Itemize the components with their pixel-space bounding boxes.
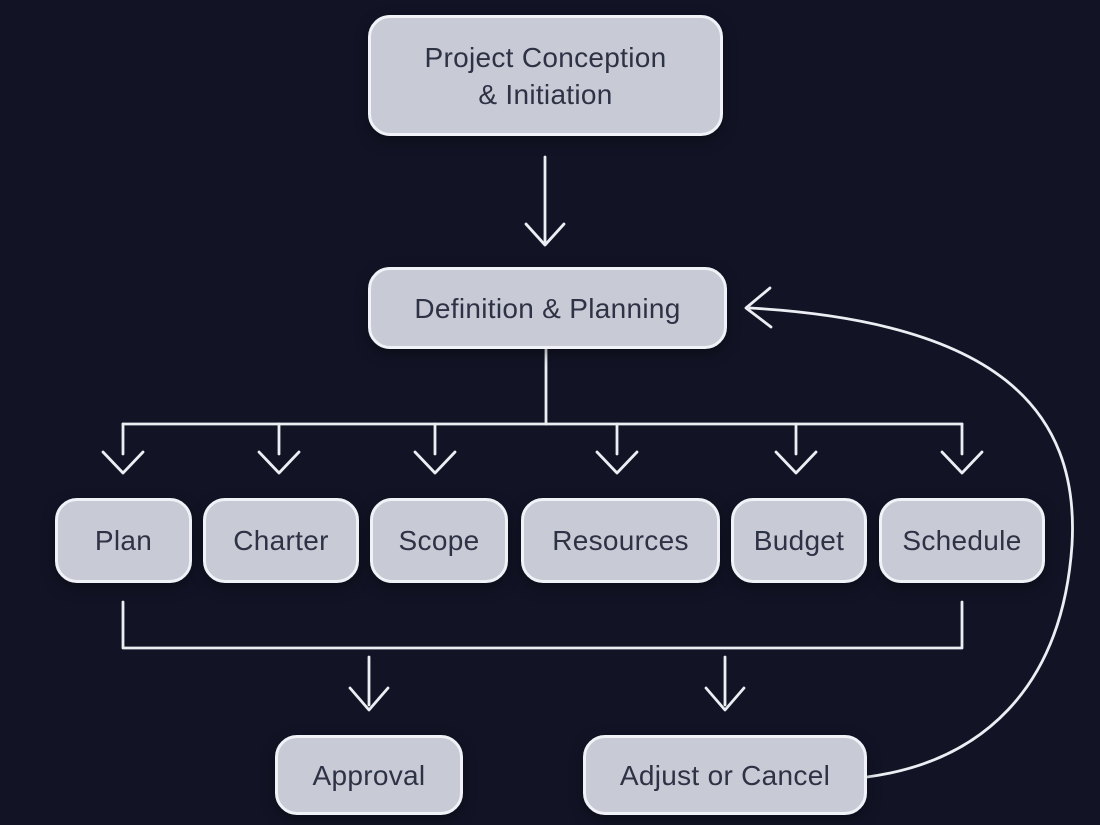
- arrowhead-to-approval: [348, 686, 390, 712]
- node-approval: Approval: [275, 735, 463, 815]
- node-definition-planning: Definition & Planning: [368, 267, 727, 349]
- arrowhead-to-scope: [413, 450, 457, 475]
- node-project-conception: Project Conception & Initiation: [368, 15, 723, 136]
- node-resources: Resources: [521, 498, 720, 583]
- arrowhead-to-adjust: [704, 686, 746, 712]
- arrowhead-to-schedule: [940, 450, 984, 475]
- arrowhead-to-plan: [101, 450, 145, 475]
- arrowhead-to-resources: [595, 450, 639, 475]
- node-scope: Scope: [370, 498, 508, 583]
- node-charter: Charter: [203, 498, 359, 583]
- node-adjust-or-cancel: Adjust or Cancel: [583, 735, 867, 815]
- node-plan: Plan: [55, 498, 192, 583]
- arrowhead-to-charter: [257, 450, 301, 475]
- node-schedule: Schedule: [879, 498, 1045, 583]
- edge-merge-bar: [121, 600, 964, 650]
- node-budget: Budget: [731, 498, 867, 583]
- edge-feedback-loop: [748, 306, 1074, 779]
- arrowhead-to-budget: [774, 450, 818, 475]
- arrowhead-feedback-loop: [744, 286, 773, 329]
- arrowhead-conception-to-definition: [524, 222, 566, 247]
